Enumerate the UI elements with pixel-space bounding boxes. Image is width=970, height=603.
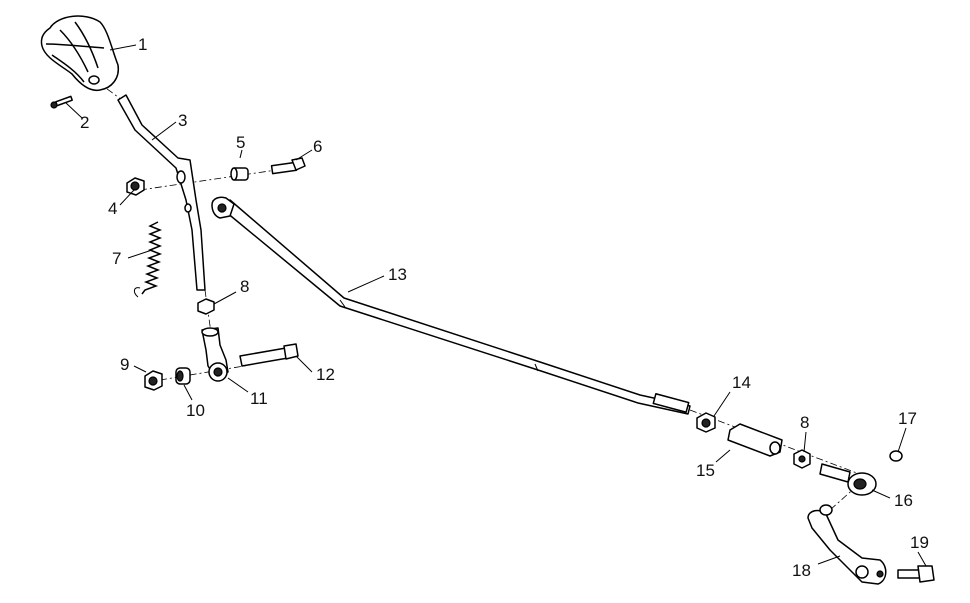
callout-2: 2 [80, 113, 89, 132]
rod-end [819, 463, 877, 496]
callout-18: 18 [792, 561, 811, 580]
lock-nut [144, 370, 163, 391]
rod-coupler [727, 423, 783, 457]
callout-8-upper: 8 [240, 277, 249, 296]
callout-8-lower: 8 [800, 413, 809, 432]
callout-7: 7 [112, 249, 121, 268]
callout-labels: 1 2 3 4 5 6 7 8 9 10 11 12 13 14 15 8 17… [80, 35, 929, 580]
shift-knob [40, 15, 120, 92]
callout-19: 19 [910, 533, 929, 552]
callout-12: 12 [316, 365, 335, 384]
shift-lever [117, 94, 206, 291]
bolt [270, 157, 306, 175]
ball-joint-upper [201, 327, 229, 382]
leader-lines [65, 44, 927, 567]
callout-11: 11 [250, 389, 268, 408]
callout-17: 17 [898, 409, 917, 428]
nut-lower [793, 449, 811, 469]
arm-bolt [897, 565, 935, 583]
spacer [175, 367, 191, 385]
bushing [230, 167, 249, 181]
nut-upper [197, 298, 215, 315]
callout-4: 4 [108, 199, 117, 218]
callout-6: 6 [313, 137, 322, 156]
callout-1: 1 [138, 35, 147, 54]
shift-rod [211, 196, 691, 415]
callout-14: 14 [732, 373, 751, 392]
snap-ring [889, 450, 903, 462]
pin [50, 95, 73, 109]
callout-15: 15 [696, 461, 715, 480]
jam-nut [696, 412, 716, 433]
callout-5: 5 [236, 133, 245, 152]
long-bolt [239, 343, 299, 367]
callout-10: 10 [186, 401, 205, 420]
callout-3: 3 [178, 111, 187, 130]
return-spring [133, 221, 163, 298]
callout-16: 16 [894, 491, 913, 510]
flange-nut [126, 177, 145, 196]
shift-arm [807, 504, 887, 585]
callout-9: 9 [120, 355, 129, 374]
callout-13: 13 [388, 265, 407, 284]
